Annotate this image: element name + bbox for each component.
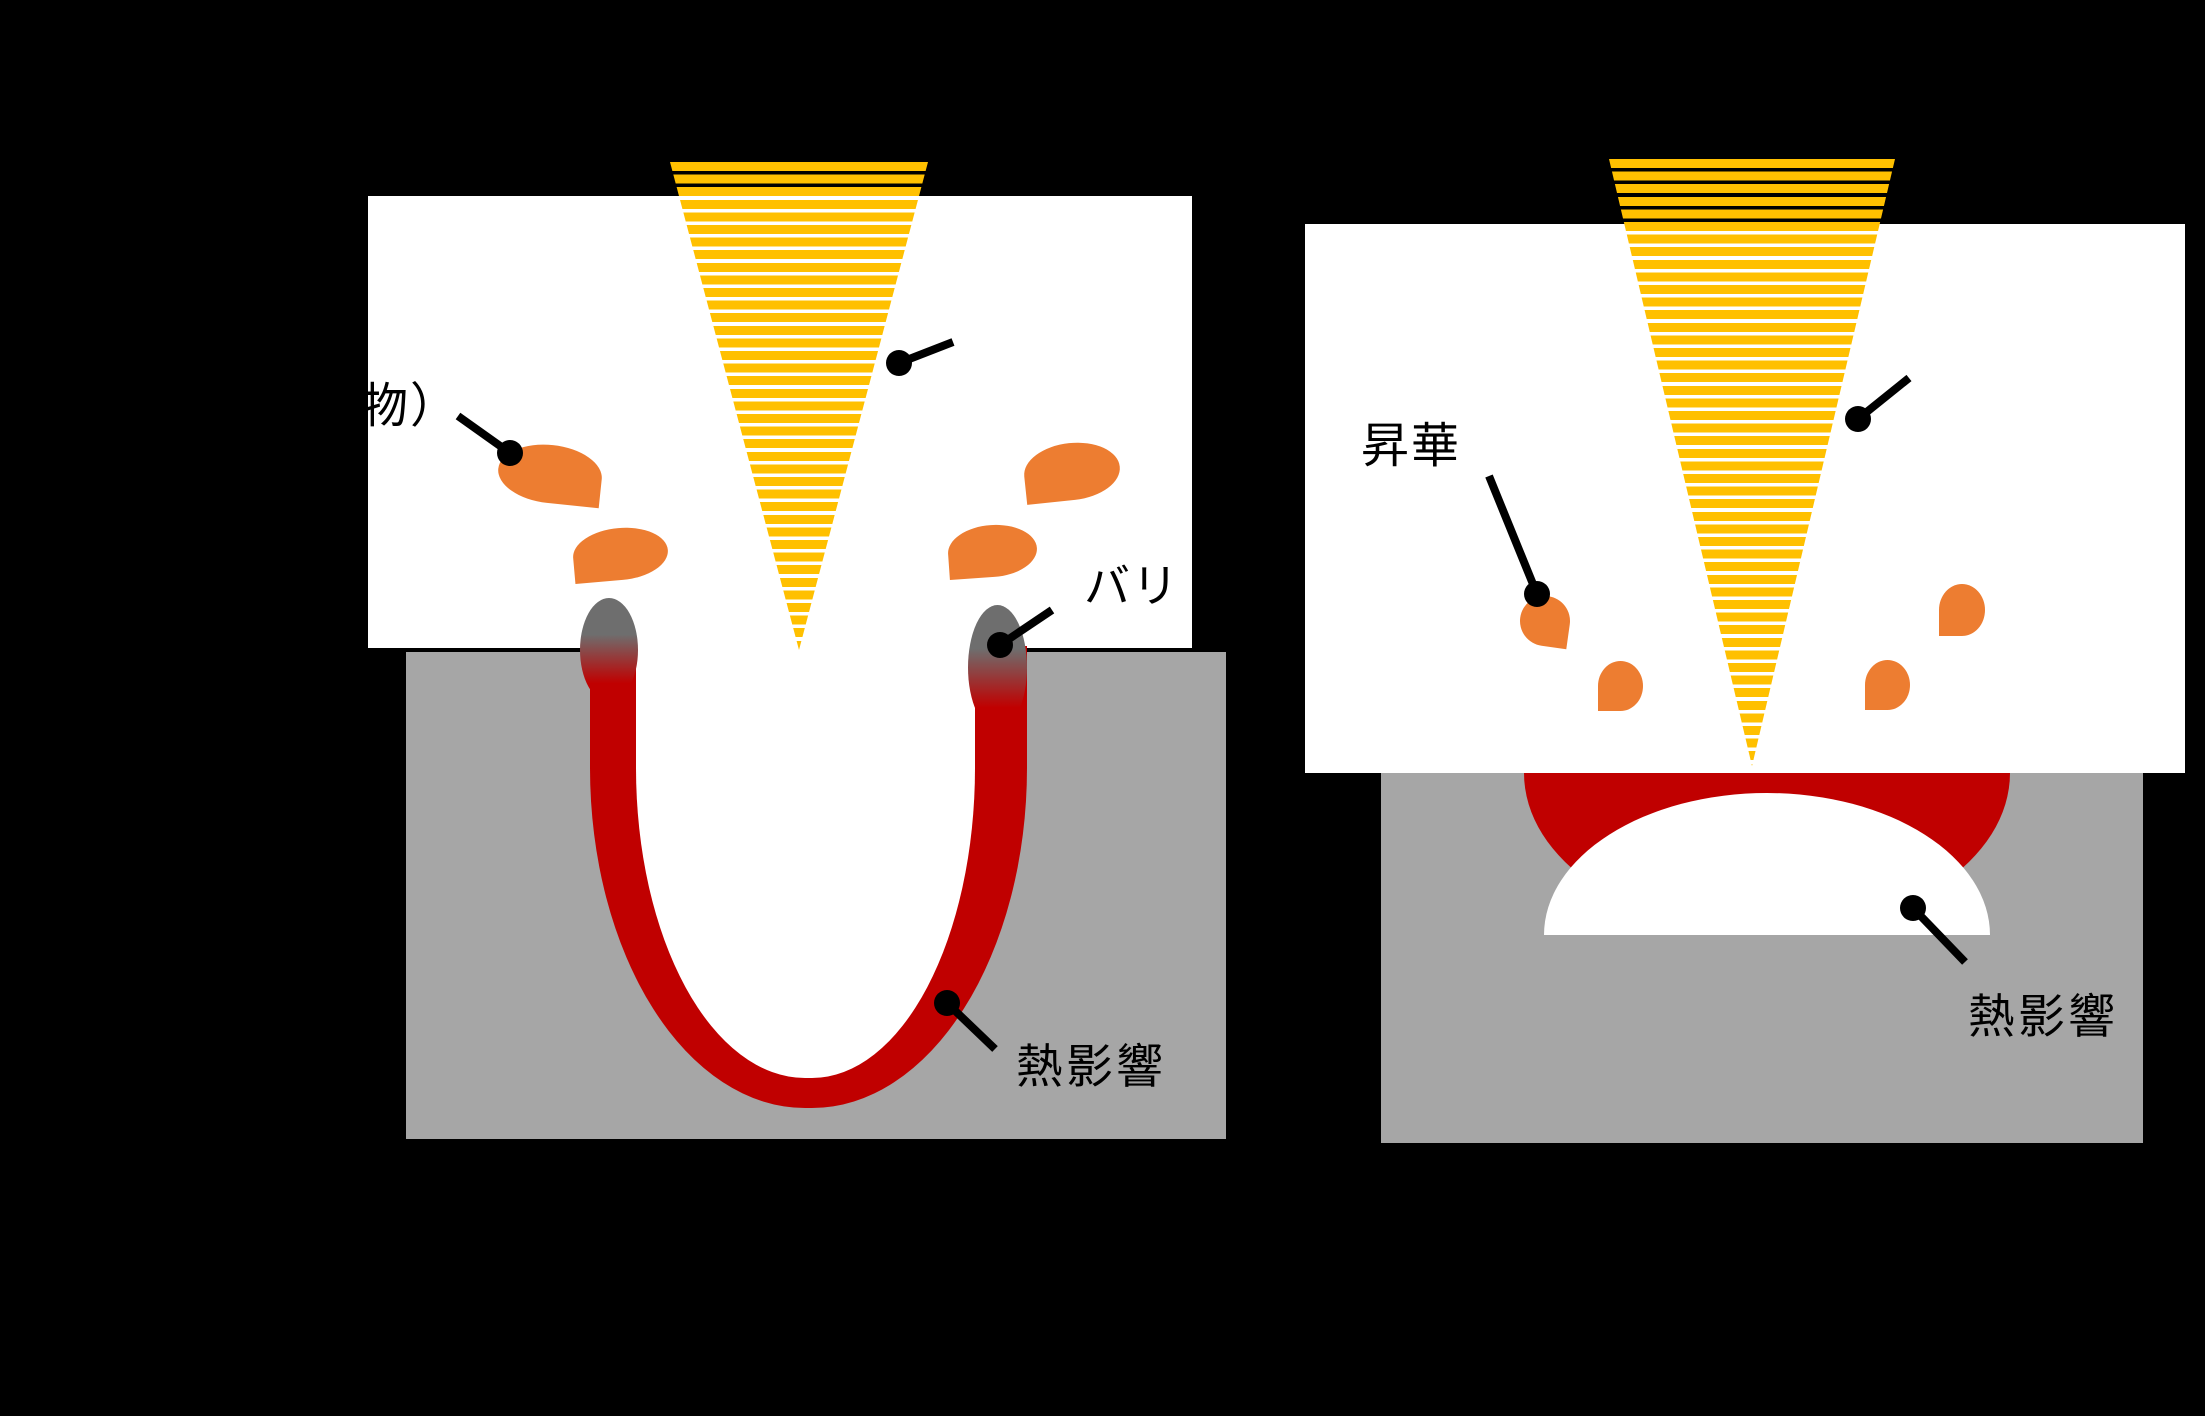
sublimation-label: 昇華 (1361, 418, 1462, 474)
left-burr-blob-left-edge (580, 598, 638, 702)
sublimation-particle-icon (1598, 661, 1643, 711)
sublimation-particle-icon (1939, 584, 1985, 636)
sublimation-particle-icon (1865, 660, 1910, 710)
heat-affect-label-right: 熱影響 (1968, 990, 2118, 1045)
right-shallow-crater (1524, 773, 2010, 935)
left-burr-blob-right-edge (968, 605, 1027, 730)
burr-label: バリ (1084, 559, 1180, 613)
melt-deposit-label-partial: 物） (360, 378, 461, 434)
heat-affect-label-left: 熱影響 (1016, 1040, 1166, 1095)
